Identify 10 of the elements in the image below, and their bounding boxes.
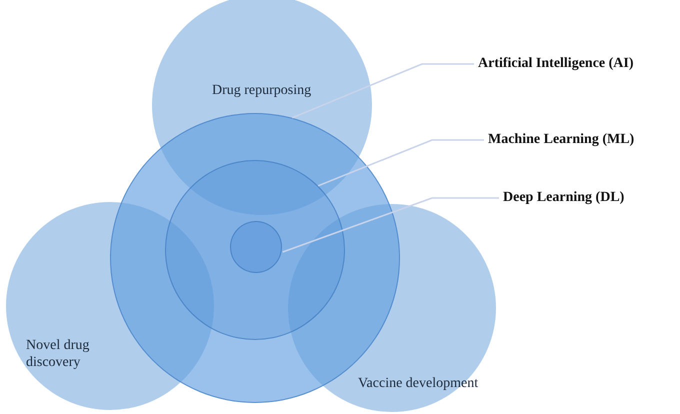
venn-circle — [230, 221, 282, 273]
leader-line — [282, 197, 499, 253]
circle-label: Vaccine development — [358, 376, 480, 393]
term-label: Artificial Intelligence (AI) — [478, 56, 634, 72]
term-label: Deep Learning (DL) — [503, 190, 624, 206]
leader-line — [318, 139, 484, 186]
circle-label: Drug repurposing — [212, 83, 312, 100]
leader-line — [292, 63, 474, 118]
circle-label: Novel drug discovery — [26, 338, 90, 372]
term-label: Machine Learning (ML) — [488, 132, 634, 148]
